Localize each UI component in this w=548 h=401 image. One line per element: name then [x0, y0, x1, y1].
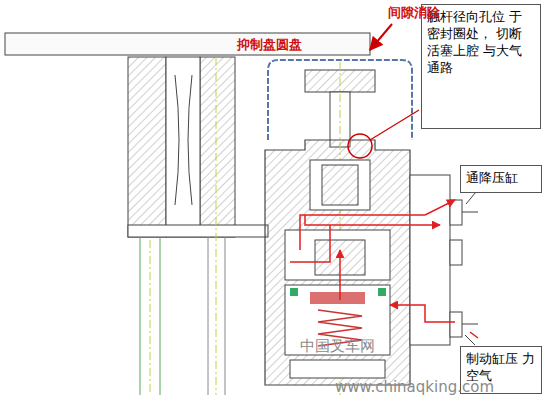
annotation: 间隙消除	[388, 4, 440, 22]
leader-line	[370, 110, 419, 140]
air-flow-path	[290, 200, 478, 338]
suppression-disc	[5, 33, 370, 55]
callout-box: 通降压缸	[460, 165, 542, 193]
watermark: 中国叉车网	[300, 337, 375, 356]
leader-line	[465, 335, 475, 345]
callout-box: 触杆径向孔位 于密封圈处， 切断活塞上腔 与大气通路	[421, 4, 541, 129]
highlight-circle	[348, 134, 372, 158]
leader-arrow	[370, 24, 392, 50]
watermark: www.chinaqking.com	[335, 378, 494, 396]
flange	[410, 175, 478, 345]
callout-text: 触杆径向孔位 于密封圈处， 切断活塞上腔 与大气通路	[427, 9, 535, 77]
part-name: 抑制盘圆盘	[237, 36, 302, 54]
callout-text: 通降压缸	[466, 170, 536, 187]
valve-body	[265, 140, 410, 385]
support-column	[128, 57, 268, 395]
leader-line	[466, 192, 476, 204]
